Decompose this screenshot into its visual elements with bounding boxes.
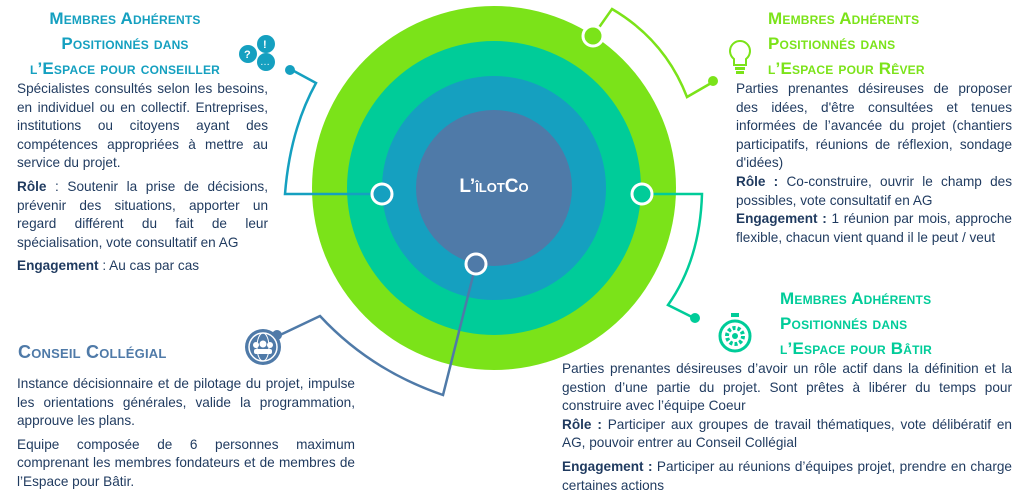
- svg-text:?: ?: [244, 49, 251, 61]
- node-rever: [581, 24, 605, 48]
- globe-people-icon: [245, 329, 281, 365]
- conseiller-description: Spécialistes consultés selon les besoins…: [17, 81, 268, 171]
- batir-text: Parties prenantes désireuses d’avoir un …: [562, 360, 1012, 500]
- title-line: l’Espace pour Bâtir: [780, 339, 933, 358]
- rever-role: Rôle : Co-construire, ouvrir le champ de…: [736, 173, 1012, 210]
- title-line: l’Espace pour conseiller: [29, 59, 221, 78]
- engagement-label: Engagement :: [736, 211, 827, 227]
- title-line: l’Espace pour Rêver: [768, 59, 925, 78]
- conseil-title: Conseil Collégial: [18, 342, 167, 362]
- center-label: L’îlotCo: [459, 176, 529, 197]
- role-label: Rôle :: [562, 416, 602, 432]
- connector-batir: [642, 192, 704, 320]
- conseil-description: Instance décisionnaire et de pilotage du…: [17, 376, 355, 429]
- batir-title: Membres Adhérents Positionnés dans l’Esp…: [780, 286, 980, 361]
- rever-text: Parties prenantes désireuses de proposer…: [736, 80, 1012, 252]
- node-batir: [630, 182, 654, 206]
- svg-text:!: !: [263, 39, 267, 51]
- conseiller-text: Spécialistes consultés selon les besoins…: [17, 80, 268, 281]
- title-line: Positionnés dans: [61, 34, 189, 53]
- title-line: Membres Adhérents: [49, 9, 201, 28]
- batir-role: Rôle : Participer aux groupes de travail…: [562, 416, 1012, 453]
- svg-text:…: …: [260, 57, 270, 68]
- title-line: Membres Adhérents: [768, 9, 920, 28]
- conseiller-engagement: Engagement : Au cas par cas: [17, 257, 268, 276]
- connector-conseil: [279, 263, 478, 397]
- role-label: Rôle: [17, 178, 47, 194]
- rever-description: Parties prenantes désireuses de proposer…: [736, 81, 1012, 171]
- conseiller-title: Membres Adhérents Positionnés dans l’Esp…: [10, 6, 240, 81]
- connector-rever: [591, 7, 714, 99]
- title-line: Positionnés dans: [768, 34, 896, 53]
- engagement-label: Engagement: [17, 258, 99, 274]
- node-conseiller: [370, 182, 394, 206]
- rever-engagement: Engagement : 1 réunion par mois, approch…: [736, 210, 1012, 247]
- connector-conseiller: [283, 68, 382, 196]
- title-line: Positionnés dans: [780, 314, 908, 333]
- connector-dot: [708, 76, 718, 86]
- conseiller-role: Rôle : Soutenir la prise de décisions, p…: [17, 178, 268, 252]
- rever-title: Membres Adhérents Positionnés dans l’Esp…: [768, 6, 968, 81]
- connector-dot: [285, 65, 295, 75]
- role-text: Co-construire, ouvrir le champ des possi…: [736, 173, 1012, 208]
- batir-engagement: Engagement : Participer au réunions d’éq…: [562, 458, 1012, 495]
- connector-dot: [690, 313, 700, 323]
- conseil-composition: Equipe composée de 6 personnes maximum c…: [17, 436, 355, 489]
- node-conseil: [464, 252, 488, 276]
- engagement-text: Participer au réunions d’équipes projet,…: [562, 458, 1012, 493]
- role-label: Rôle :: [736, 173, 779, 189]
- stopwatch-gear-icon: [718, 313, 752, 353]
- conseil-text: Instance décisionnaire et de pilotage du…: [17, 375, 355, 497]
- engagement-label: Engagement :: [562, 458, 653, 474]
- ring-core: [416, 110, 572, 266]
- lightbulb-icon: [729, 39, 751, 74]
- batir-description: Parties prenantes désireuses d’avoir un …: [562, 361, 1012, 414]
- speech-bubbles-icon: !? …: [239, 35, 275, 71]
- engagement-text: : Au cas par cas: [98, 258, 200, 274]
- role-text: Participer aux groupes de travail thémat…: [562, 416, 1012, 451]
- role-text: : Soutenir la prise de décisions, préven…: [17, 178, 268, 250]
- engagement-text: 1 réunion par mois, approche flexible, c…: [736, 211, 1012, 245]
- title-line: Membres Adhérents: [780, 289, 932, 308]
